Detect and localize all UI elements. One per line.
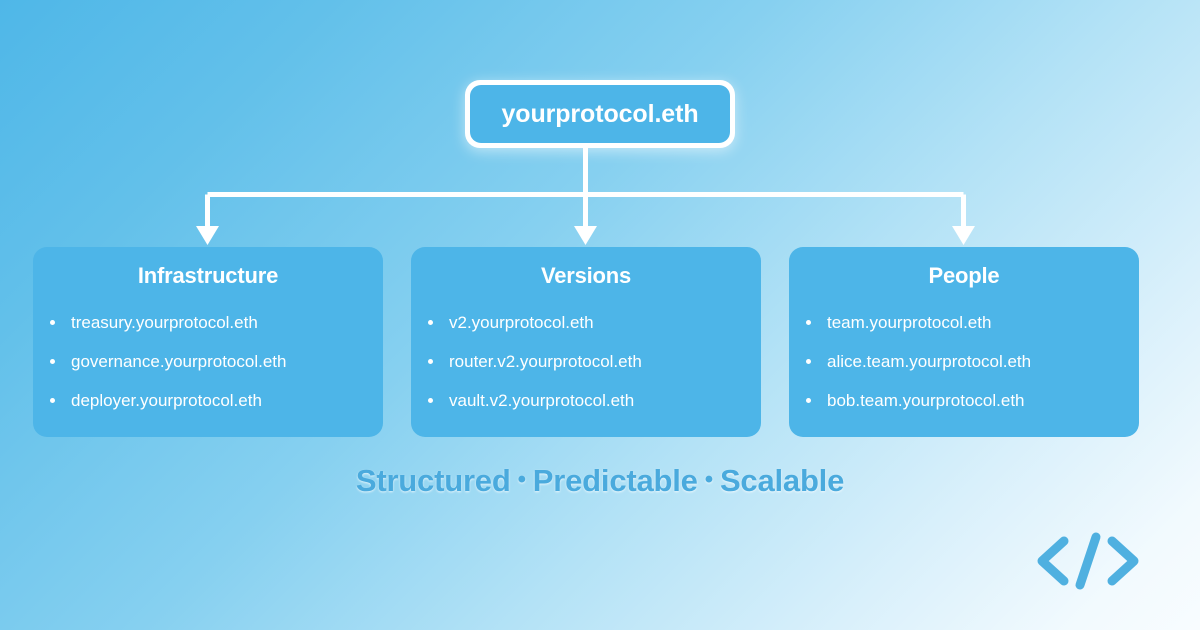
- bullet-icon: [50, 359, 55, 364]
- bullet-icon: [806, 359, 811, 364]
- bullet-icon: [806, 320, 811, 325]
- root-node[interactable]: yourprotocol.eth: [465, 80, 735, 148]
- tagline-word-structured: Structured: [355, 463, 511, 498]
- list-item-label: treasury.yourprotocol.eth: [71, 313, 258, 332]
- list-item: governance.yourprotocol.eth: [50, 342, 383, 381]
- bullet-icon: [428, 398, 433, 403]
- card-item-list: team.yourprotocol.eth alice.team.yourpro…: [789, 303, 1139, 420]
- bullet-icon: [50, 398, 55, 403]
- card-title: People: [928, 263, 1000, 288]
- list-item: alice.team.yourprotocol.eth: [806, 342, 1139, 381]
- list-item-label: deployer.yourprotocol.eth: [71, 391, 262, 410]
- list-item: deployer.yourprotocol.eth: [50, 381, 383, 420]
- list-item-label: router.v2.yourprotocol.eth: [449, 352, 642, 371]
- list-item-label: bob.team.yourprotocol.eth: [827, 391, 1025, 410]
- list-item: team.yourprotocol.eth: [806, 303, 1139, 342]
- card-item-list: treasury.yourprotocol.eth governance.you…: [33, 303, 383, 420]
- list-item: vault.v2.yourprotocol.eth: [428, 381, 761, 420]
- code-brackets-icon: [1037, 532, 1139, 590]
- card-item-list: v2.yourprotocol.eth router.v2.yourprotoc…: [411, 303, 761, 420]
- arrowhead-center: [574, 226, 597, 245]
- tagline-word-predictable: Predictable: [532, 463, 698, 498]
- right-bracket: [1107, 536, 1139, 586]
- list-item: treasury.yourprotocol.eth: [50, 303, 383, 342]
- bullet-icon: [428, 359, 433, 364]
- bullet-icon: [50, 320, 55, 325]
- list-item: v2.yourprotocol.eth: [428, 303, 761, 342]
- bullet-icon: [428, 320, 433, 325]
- tagline-separator: •: [517, 466, 526, 493]
- card-title: Versions: [540, 263, 632, 288]
- slash: [1075, 532, 1101, 590]
- arrowhead-right: [952, 226, 975, 245]
- bullet-icon: [806, 398, 811, 403]
- tagline-word-scalable: Scalable: [719, 463, 845, 498]
- root-node-body: yourprotocol.eth: [470, 85, 730, 143]
- card-title: Infrastructure: [137, 263, 279, 288]
- category-card-infrastructure[interactable]: Infrastructure treasury.yourprotocol.eth…: [33, 247, 383, 437]
- list-item-label: alice.team.yourprotocol.eth: [827, 352, 1032, 371]
- list-item-label: team.yourprotocol.eth: [827, 313, 992, 332]
- list-item-label: vault.v2.yourprotocol.eth: [449, 391, 635, 410]
- list-item: router.v2.yourprotocol.eth: [428, 342, 761, 381]
- tagline-separator: •: [704, 466, 713, 493]
- arrowhead-left: [196, 226, 219, 245]
- list-item-label: governance.yourprotocol.eth: [71, 352, 287, 371]
- tagline: Structured•Predictable•Scalable: [0, 463, 1200, 499]
- category-card-people[interactable]: People team.yourprotocol.eth alice.team.…: [789, 247, 1139, 437]
- root-node-label: yourprotocol.eth: [501, 99, 699, 128]
- left-bracket: [1037, 536, 1069, 586]
- category-card-versions[interactable]: Versions v2.yourprotocol.eth router.v2.y…: [411, 247, 761, 437]
- list-item: bob.team.yourprotocol.eth: [806, 381, 1139, 420]
- list-item-label: v2.yourprotocol.eth: [449, 313, 594, 332]
